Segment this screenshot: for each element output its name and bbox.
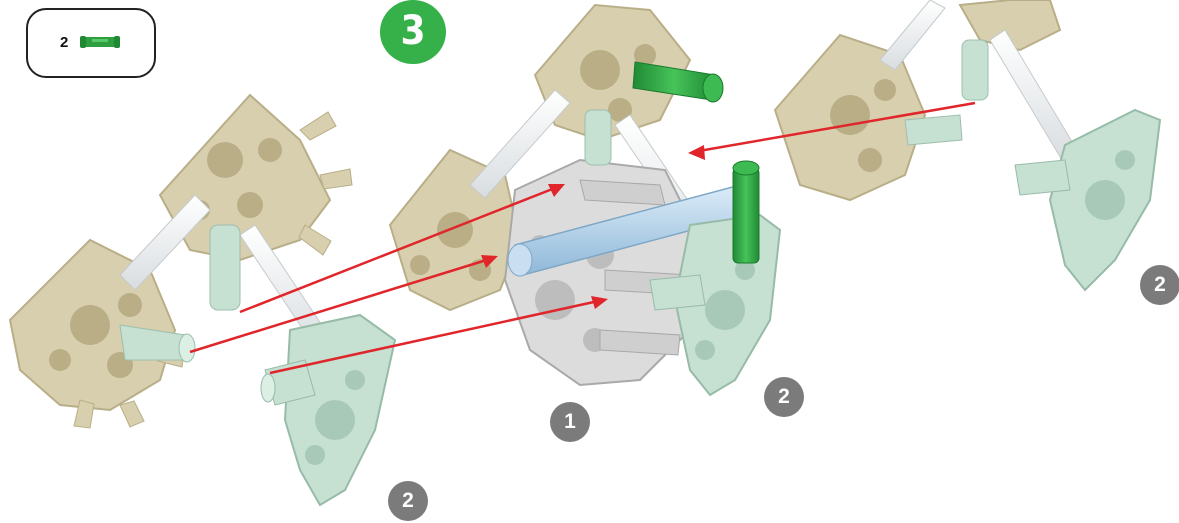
step-number-badge: 3 xyxy=(380,0,446,64)
green-connector-vertical xyxy=(733,161,759,263)
left-mint-end-piece xyxy=(261,315,395,505)
right-assembly xyxy=(775,0,1160,290)
parts-quantity: 2 xyxy=(60,34,68,51)
parts-needed-box: 2 xyxy=(26,8,156,78)
callout-right-end-piece: 2 xyxy=(1140,265,1179,305)
green-connector-icon xyxy=(80,34,120,55)
left-assembly xyxy=(10,95,395,505)
callout-left-end-piece: 2 xyxy=(388,481,428,521)
right-mint-end-piece xyxy=(1015,110,1160,290)
center-assembly xyxy=(390,5,780,395)
callout-hub: 1 xyxy=(550,402,590,442)
callout-center-end-piece: 2 xyxy=(764,377,804,417)
